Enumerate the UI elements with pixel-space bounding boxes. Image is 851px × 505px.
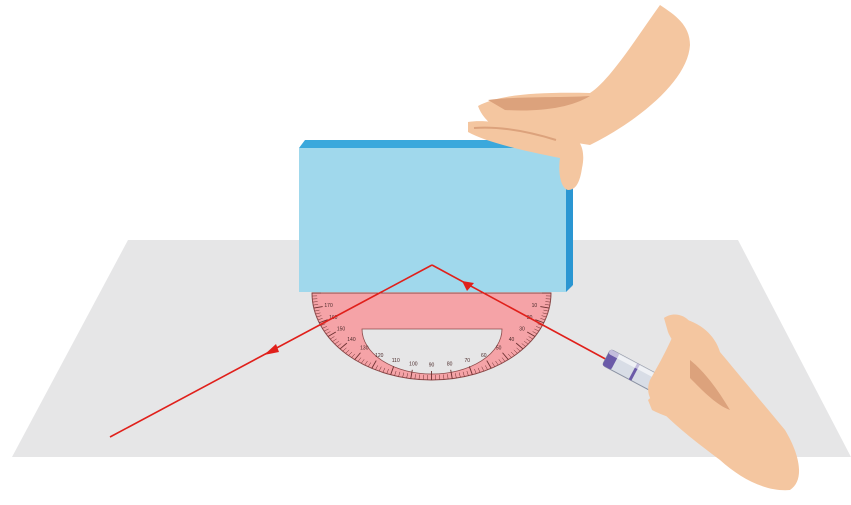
protractor-degree-label: 80 xyxy=(447,361,453,367)
protractor-degree-label: 140 xyxy=(347,337,356,343)
protractor-degree-label: 120 xyxy=(375,353,384,359)
protractor-degree-label: 70 xyxy=(464,358,470,364)
protractor-degree-label: 110 xyxy=(392,358,400,364)
protractor-degree-label: 90 xyxy=(429,363,435,369)
protractor-degree-label: 30 xyxy=(519,327,525,333)
top-hand-arm xyxy=(478,5,690,145)
protractor-degree-label: 130 xyxy=(360,346,369,352)
protractor-degree-label: 150 xyxy=(337,327,346,333)
protractor-degree-label: 100 xyxy=(409,361,418,367)
protractor-degree-label: 50 xyxy=(496,346,502,352)
protractor-degree-label: 60 xyxy=(481,353,487,359)
block-front-face xyxy=(299,148,566,292)
protractor-degree-label: 40 xyxy=(509,337,515,343)
protractor-degree-label: 10 xyxy=(532,303,538,309)
rectangular-block xyxy=(299,140,573,292)
protractor-degree-label: 170 xyxy=(324,303,333,309)
